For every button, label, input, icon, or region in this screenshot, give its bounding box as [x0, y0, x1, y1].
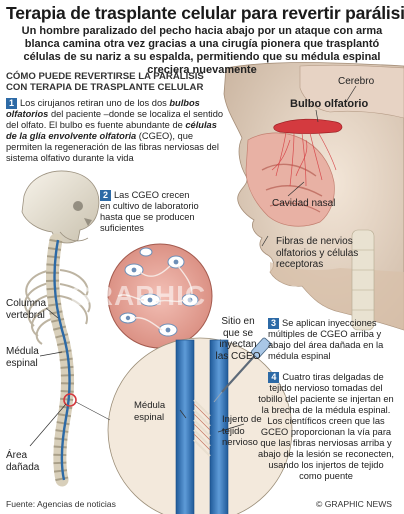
leader-lines	[29, 85, 357, 447]
watermark: GRAPHIC NEWS	[70, 280, 303, 311]
label-columna: Columna vertebral	[6, 298, 47, 321]
page-subtitle: Un hombre paralizado del pecho hacia aba…	[21, 25, 383, 76]
label-bulbo: Bulbo olfatorio	[290, 98, 369, 110]
term-bulbos: bulbos olfatorios	[6, 98, 200, 119]
damage-marker	[63, 393, 77, 407]
page-title: Terapia de trasplante celular para rever…	[6, 3, 404, 23]
step-2-number: 2	[100, 190, 111, 201]
label-area: Área dañada	[6, 450, 40, 473]
step-4-text: Cuatro tiras delgadas de tejido nervioso…	[258, 372, 394, 481]
cell-culture	[107, 243, 213, 349]
label-medula-section: Médula espinal	[134, 400, 166, 423]
footer-credit: © GRAPHIC NEWS	[316, 499, 393, 509]
section-title: CÓMO PUEDE REVERTIRSE LA PARÁLISIS CON T…	[6, 71, 204, 93]
step-1-number: 1	[6, 98, 17, 109]
skeleton	[21, 170, 100, 487]
label-cerebro: Cerebro	[338, 76, 375, 87]
footer-source: Fuente: Agencias de noticias	[6, 499, 116, 509]
step-3-text: Se aplican inyecciones múltiples de CGEO…	[268, 318, 384, 361]
term-cgeo: células de la glía envolvente olfatoria	[6, 120, 217, 141]
label-sitio: Sitio en que se inyectan las CGEO	[215, 316, 261, 362]
vertebrae	[46, 233, 74, 487]
label-injerto: Injerto de tejido nervioso	[222, 414, 262, 448]
label-fibras: Fibras de nervios olfatorios y células r…	[276, 236, 359, 270]
label-cavidad: Cavidad nasal	[272, 198, 336, 209]
label-medula: Médula espinal	[6, 346, 39, 369]
head-profile	[223, 62, 404, 331]
cord-section	[75, 337, 293, 514]
step-3-number: 3	[268, 318, 279, 329]
step-2-text: Las CGEO crecen en cultivo de laboratori…	[100, 190, 199, 233]
step-4-number: 4	[268, 372, 280, 383]
